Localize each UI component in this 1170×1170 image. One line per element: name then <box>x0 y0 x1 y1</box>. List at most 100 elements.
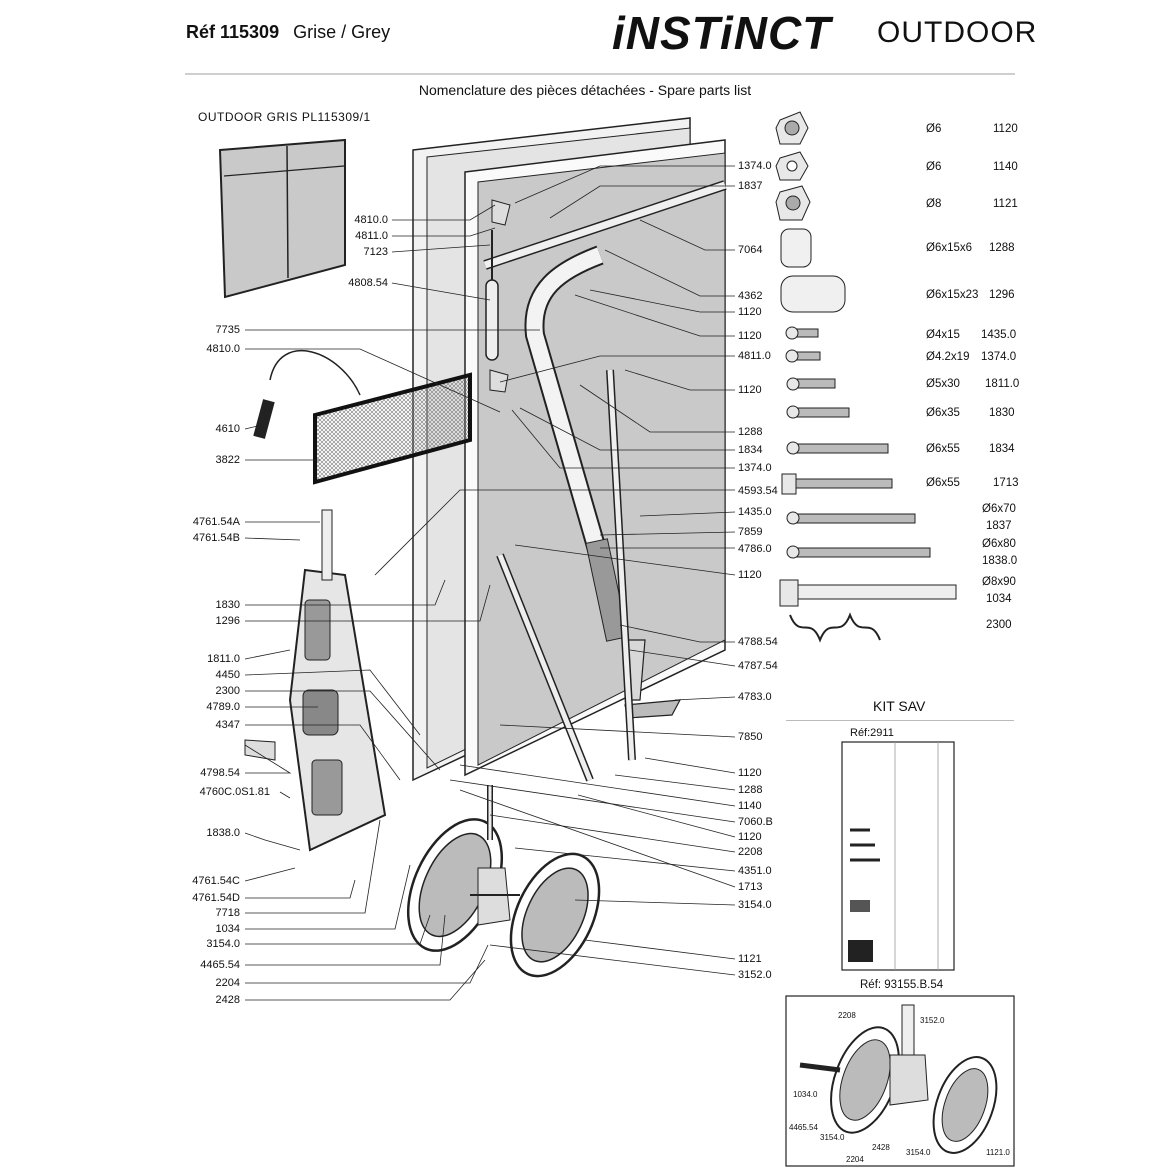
hardware-code: 1830 <box>989 407 1015 419</box>
part-label: 3154.0 <box>738 899 772 911</box>
hardware-code: 1838.0 <box>982 555 1018 567</box>
part-label: 4465.54 <box>200 959 240 971</box>
part-label: 4798.54 <box>200 767 240 779</box>
part-label: 4761.54D <box>192 892 240 904</box>
part-label: 4761.54B <box>192 532 240 544</box>
hardware-spec: Ø6x55 <box>926 477 960 489</box>
part-label: 4810.0 <box>354 214 388 226</box>
part-label: 4362 <box>738 290 763 302</box>
part-label: 1120 <box>738 831 762 843</box>
part-label: 1120 <box>738 569 762 581</box>
hardware-spec: Ø4x15 <box>926 329 960 341</box>
part-label: 1120 <box>738 306 762 318</box>
part-label: 7123 <box>363 246 388 258</box>
kit-part-label: 3152.0 <box>920 1016 945 1025</box>
header-divider <box>185 73 1015 75</box>
hardware-code: 1713 <box>993 477 1019 489</box>
hardware-code: 1120 <box>993 123 1018 135</box>
part-label: 2208 <box>738 846 763 858</box>
hardware-spec: Ø4.2x19 <box>926 351 970 363</box>
hardware-code: 1435.0 <box>981 329 1017 341</box>
part-label: 7735 <box>215 324 240 336</box>
part-label: 1713 <box>738 881 763 893</box>
side-frame <box>244 509 387 852</box>
hardware-code: 1811.0 <box>985 378 1020 390</box>
part-label: 4351.0 <box>738 865 772 877</box>
kit-wheel-thumbnail <box>785 995 1015 1167</box>
leader-lines-right <box>374 165 736 976</box>
leader-lines-left <box>244 204 540 1001</box>
part-label: 4783.0 <box>738 691 772 703</box>
part-label: 1120 <box>738 330 762 342</box>
part-label: 2300 <box>215 685 240 697</box>
hardware-spec: Ø6x15x6 <box>926 242 973 254</box>
part-label: 4610 <box>215 423 240 435</box>
brand-logo: iNSTiNCT <box>612 7 832 59</box>
spare-parts-title: Nomenclature des pièces détachées - Spar… <box>418 82 752 98</box>
kit-part-label: 1034.0 <box>793 1090 818 1099</box>
part-label: 4786.0 <box>738 543 772 555</box>
hardware-icons <box>775 111 957 643</box>
hardware-spec: Ø6x35 <box>926 407 960 419</box>
part-label: 7718 <box>215 907 240 919</box>
part-label: 4810.0 <box>206 343 240 355</box>
part-label: 1811.0 <box>207 653 240 665</box>
part-label: 1034 <box>215 923 240 935</box>
part-label: 1140 <box>738 800 762 812</box>
brand-subtitle: OUTDOOR <box>877 16 1038 49</box>
part-label: 2204 <box>215 977 240 989</box>
hardware-code: 1288 <box>989 242 1015 254</box>
hardware-code: 2300 <box>986 619 1012 631</box>
hardware-code: 1834 <box>989 443 1015 455</box>
reference-number: Réf 115309 <box>186 22 280 42</box>
part-label: 1374.0 <box>738 160 772 172</box>
wheel-right <box>509 852 601 978</box>
kit-part-label: 2204 <box>846 1155 864 1164</box>
part-label: 7850 <box>738 731 763 743</box>
part-label: 4450 <box>215 669 240 681</box>
part-label: 4761.54A <box>192 516 240 528</box>
part-label: 1838.0 <box>206 827 240 839</box>
kit-divider <box>786 720 1014 721</box>
part-label: 4593.54 <box>738 485 778 497</box>
part-label: 4808.54 <box>348 277 388 289</box>
hardware-code: 1837 <box>986 520 1012 532</box>
table-thumbnail <box>218 138 346 299</box>
hardware-code: 1296 <box>989 289 1015 301</box>
hardware-code: 1121 <box>993 198 1018 210</box>
hardware-code: 1374.0 <box>981 351 1017 363</box>
hardware-spec: Ø6x15x23 <box>926 289 979 301</box>
part-label: 1834 <box>738 444 763 456</box>
part-label: 1121 <box>738 953 762 965</box>
part-label: 3152.0 <box>738 969 772 981</box>
part-label: 1120 <box>738 767 762 779</box>
kit-part-label: 4465.54 <box>789 1123 818 1132</box>
part-label: 1120 <box>738 384 762 396</box>
plan-reference: OUTDOOR GRIS PL115309/1 <box>198 110 371 124</box>
part-label: 4811.0 <box>738 350 771 362</box>
part-label: 4760C.0S1.81 <box>199 786 270 798</box>
part-label: 1288 <box>738 426 763 438</box>
hardware-spec: Ø6x55 <box>926 443 960 455</box>
part-label: 7859 <box>738 526 763 538</box>
hardware-spec: Ø6 <box>926 161 942 173</box>
hardware-code: 1034 <box>986 593 1012 605</box>
kit-title: KIT SAV <box>873 698 926 714</box>
part-label: 4347 <box>215 719 240 731</box>
part-label: 4789.0 <box>206 701 240 713</box>
part-label: 2428 <box>215 994 240 1006</box>
part-label: 3822 <box>215 454 240 466</box>
kit-part-label: 3154.0 <box>820 1133 845 1142</box>
hardware-spec: Ø5x30 <box>926 378 960 390</box>
kit-part-label: 2428 <box>872 1143 890 1152</box>
wheel-kit-reference: Réf: 93155.B.54 <box>860 979 944 991</box>
kit-part-label: 2208 <box>838 1011 856 1020</box>
hardware-spec: Ø8x90 <box>982 576 1016 588</box>
part-label: 7060.B <box>738 816 773 828</box>
part-label: 1288 <box>738 784 763 796</box>
hardware-code: 1140 <box>993 161 1018 173</box>
part-label: 4787.54 <box>738 660 778 672</box>
part-label: 7064 <box>738 244 763 256</box>
hardware-spec: Ø6x70 <box>982 503 1016 515</box>
